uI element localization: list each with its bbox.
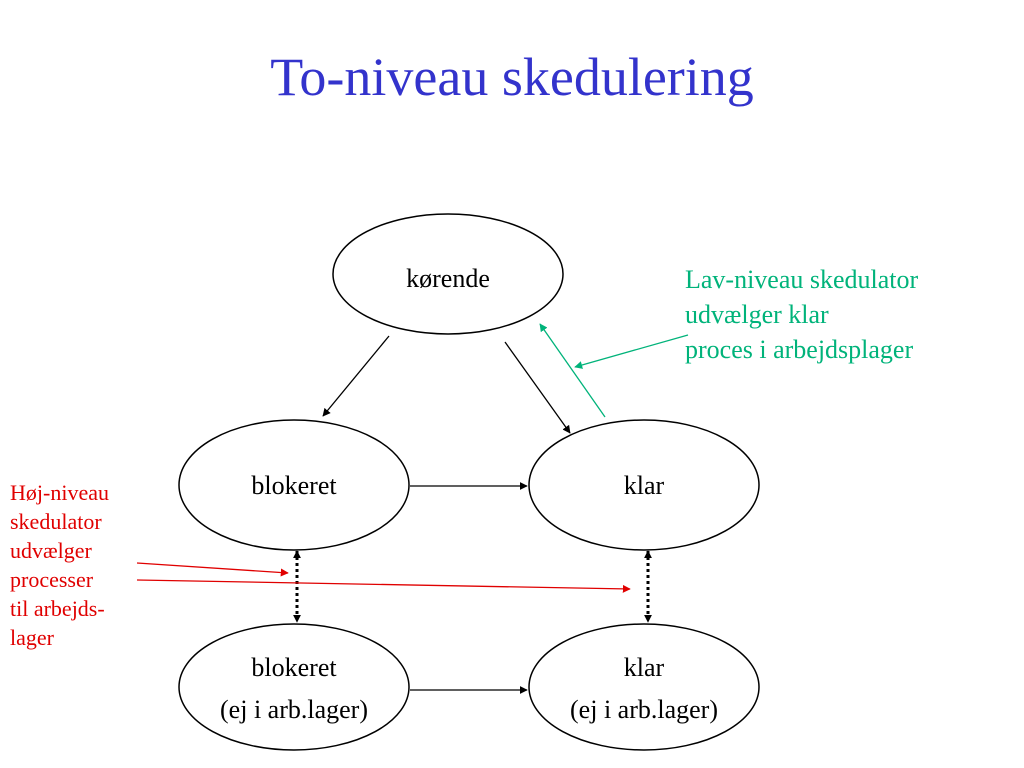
high-level-note-line: til arbejds- (10, 596, 105, 621)
node-blocked-swapped-ellipse (178, 623, 410, 751)
node-ready-swapped: klar (ej i arb.lager) (528, 623, 760, 751)
edge-ready-to-running (539, 323, 606, 418)
high-level-pointer-blocked (136, 562, 289, 577)
node-ready-swapped-label-line2: (ej i arb.lager) (570, 695, 718, 724)
high-level-note: Høj-niveau skedulator udvælger processer… (10, 478, 109, 652)
node-running: kørende (332, 213, 564, 335)
high-level-note-line: udvælger (10, 538, 92, 563)
high-level-note-line: Høj-niveau (10, 480, 109, 505)
node-ready-ellipse (528, 419, 760, 551)
high-level-note-line: lager (10, 625, 54, 650)
high-level-note-line: skedulator (10, 509, 102, 534)
low-level-note-line: udvælger klar (685, 300, 829, 329)
node-running-label: kørende (406, 264, 490, 293)
node-ready-label: klar (624, 471, 665, 500)
high-level-pointer-ready (136, 579, 631, 593)
node-blocked-swapped: blokeret (ej i arb.lager) (178, 623, 410, 751)
node-ready: klar (528, 419, 760, 551)
node-ready-swapped-ellipse (528, 623, 760, 751)
node-blocked: blokeret (178, 419, 410, 551)
slide-title: To-niveau skedulering (270, 47, 754, 107)
node-ready-swapped-label-line1: klar (624, 653, 665, 682)
node-blocked-swapped-label-line1: blokeret (251, 653, 337, 682)
high-level-note-line: processer (10, 567, 94, 592)
node-blocked-swapped-label-line2: (ej i arb.lager) (220, 695, 368, 724)
low-level-note: Lav-niveau skedulator udvælger klar proc… (685, 262, 918, 367)
low-level-pointer (574, 334, 689, 369)
low-level-note-line: proces i arbejdsplager (685, 335, 914, 364)
low-level-note-line: Lav-niveau skedulator (685, 265, 919, 294)
node-blocked-ellipse (178, 419, 410, 551)
edge-running-to-ready (504, 341, 571, 434)
node-blocked-label: blokeret (251, 471, 337, 500)
edge-running-to-blocked (322, 335, 390, 417)
node-running-ellipse (332, 213, 564, 335)
